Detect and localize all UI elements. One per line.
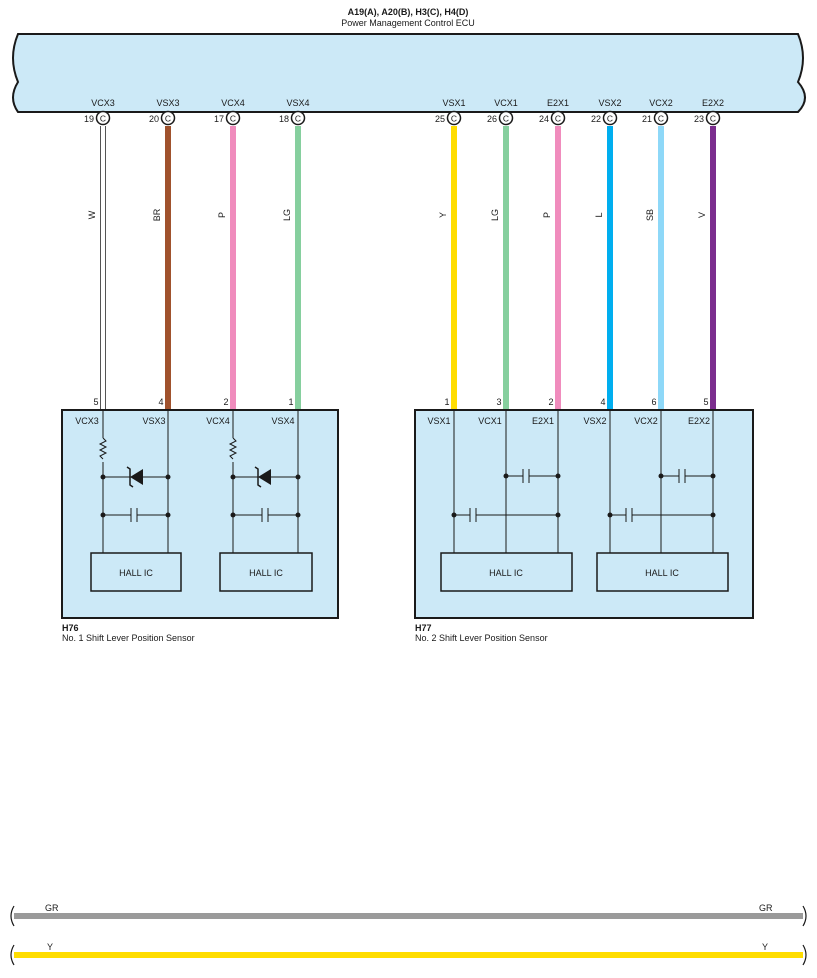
hall-ic-label: HALL IC: [249, 568, 283, 578]
sensor-pin-e2x2: 5: [703, 397, 708, 407]
sensor-pin-vsx1: 1: [444, 397, 449, 407]
sensor-pin-vcx1: 3: [496, 397, 501, 407]
junction-dots: [451, 473, 716, 518]
ecu-pin-num-vsx1: 25: [435, 114, 445, 124]
wire-code-e2x1: P: [542, 212, 552, 218]
ecu-pin-num-vsx3: 20: [149, 114, 159, 124]
connector-code-vcx3: C: [100, 114, 106, 124]
sensor1-name: No. 1 Shift Lever Position Sensor: [62, 633, 195, 643]
sensor2-circuit: [453, 410, 714, 553]
connector-code-vsx1: C: [451, 114, 457, 124]
wire-code-vsx4: LG: [282, 209, 292, 221]
wire-code-e2x2: V: [697, 212, 707, 218]
connector-code-e2x1: C: [555, 114, 561, 124]
ecu-pin-num-vcx4: 17: [214, 114, 224, 124]
connector-icon: [653, 110, 669, 126]
ecu-pin-label-vcx3: VCX3: [91, 98, 115, 108]
hall-ic-label: HALL IC: [645, 568, 679, 578]
hall-ic-box: [90, 552, 182, 592]
s1-label-vsx3: VSX3: [142, 416, 165, 426]
bottom-wire-left-label: GR: [45, 903, 59, 913]
connector-icon: [602, 110, 618, 126]
sensor-pin-e2x1: 2: [548, 397, 553, 407]
connector-code-vcx2: C: [658, 114, 664, 124]
ecu-name: Power Management Control ECU: [341, 18, 475, 28]
connector-icon: [446, 110, 462, 126]
s2-label-e2x1: E2X1: [532, 416, 554, 426]
ecu-pin-label-e2x1: E2X1: [547, 98, 569, 108]
ecu-pin-num-e2x2: 23: [694, 114, 704, 124]
sensor-pin-vcx4: 2: [223, 397, 228, 407]
connector-code-vcx1: C: [503, 114, 509, 124]
ecu-box: [12, 33, 806, 113]
wire-code-vsx3: BR: [152, 208, 162, 221]
ecu-pin-group: VCX3 19 C VSX3 20 C VCX4 17 C VSX4 18 C VSX1 25 C VCX1 2…: [84, 98, 724, 126]
sensor2-id: H77: [415, 623, 432, 633]
ecu-pin-label-vcx2: VCX2: [649, 98, 673, 108]
sensor-pin-vsx2: 4: [600, 397, 605, 407]
wire-code-vcx3: W: [87, 210, 97, 219]
s2-label-e2x2: E2X2: [688, 416, 710, 426]
ecu-pin-label-vsx4: VSX4: [286, 98, 309, 108]
bottom-wire-left-label: Y: [47, 942, 53, 952]
ecu-pin-label-vcx1: VCX1: [494, 98, 518, 108]
connector-code-vsx4: C: [295, 114, 301, 124]
hall-ic-box: [219, 552, 313, 592]
ecu-pin-num-e2x1: 24: [539, 114, 549, 124]
bottom-wire-right-label: GR: [759, 903, 773, 913]
connector-icon: [705, 110, 721, 126]
wire-code-vcx1: LG: [490, 209, 500, 221]
s1-label-vsx4: VSX4: [271, 416, 294, 426]
hall-ic-label: HALL IC: [119, 568, 153, 578]
ecu-pin-num-vcx1: 26: [487, 114, 497, 124]
bottom-wire-gr: GR GR: [10, 903, 807, 927]
connector-icon: [160, 110, 176, 126]
ecu-pin-label-vsx2: VSX2: [598, 98, 621, 108]
connector-icon: [225, 110, 241, 126]
wire-group: W 5 BR 4 P 2 LG 1 Y 1 LG 3 P 2 L 4 SB 6 V 5: [87, 126, 716, 410]
ecu-pin-num-vsx2: 22: [591, 114, 601, 124]
wire-code-vsx1: Y: [438, 212, 448, 218]
connector-code-vcx4: C: [230, 114, 236, 124]
s2-label-vcx1: VCX1: [478, 416, 502, 426]
connector-icon: [550, 110, 566, 126]
zener-diode-icon: [254, 466, 271, 488]
ecu-pin-num-vcx2: 21: [642, 114, 652, 124]
junction-dots: [100, 474, 301, 518]
connector-icon: [290, 110, 306, 126]
ecu-pin-label-vsx3: VSX3: [156, 98, 179, 108]
hall-ic-box: [440, 552, 573, 592]
wire-code-vcx4: P: [217, 212, 227, 218]
sensor1-id: H76: [62, 623, 79, 633]
s1-label-vcx3: VCX3: [75, 416, 99, 426]
sensor2-name: No. 2 Shift Lever Position Sensor: [415, 633, 548, 643]
hall-ic-label: HALL IC: [489, 568, 523, 578]
ecu-pin-label-vcx4: VCX4: [221, 98, 245, 108]
s2-label-vsx2: VSX2: [583, 416, 606, 426]
ecu-connectors: A19(A), A20(B), H3(C), H4(D): [348, 7, 469, 17]
s2-label-vsx1: VSX1: [427, 416, 450, 426]
connector-code-vsx3: C: [165, 114, 171, 124]
bottom-wire-right-label: Y: [762, 942, 768, 952]
connector-code-vsx2: C: [607, 114, 613, 124]
ecu-pin-num-vcx3: 19: [84, 114, 94, 124]
hall-ic-box: [596, 552, 729, 592]
sensor-pin-vsx3: 4: [158, 397, 163, 407]
wire-code-vsx2: L: [594, 212, 604, 217]
s1-label-vcx4: VCX4: [206, 416, 230, 426]
wire-code-vcx2: SB: [645, 209, 655, 221]
s2-label-vcx2: VCX2: [634, 416, 658, 426]
zener-diode-icon: [126, 466, 143, 488]
ecu-pin-label-vsx1: VSX1: [442, 98, 465, 108]
ecu-pin-label-e2x2: E2X2: [702, 98, 724, 108]
sensor-pin-vsx4: 1: [288, 397, 293, 407]
ecu-pin-num-vsx4: 18: [279, 114, 289, 124]
connector-code-e2x2: C: [710, 114, 716, 124]
bottom-wire-y: Y Y: [10, 942, 807, 966]
sensor-pin-vcx2: 6: [651, 397, 656, 407]
connector-icon: [95, 110, 111, 126]
connector-icon: [498, 110, 514, 126]
sensor-pin-vcx3: 5: [93, 397, 98, 407]
